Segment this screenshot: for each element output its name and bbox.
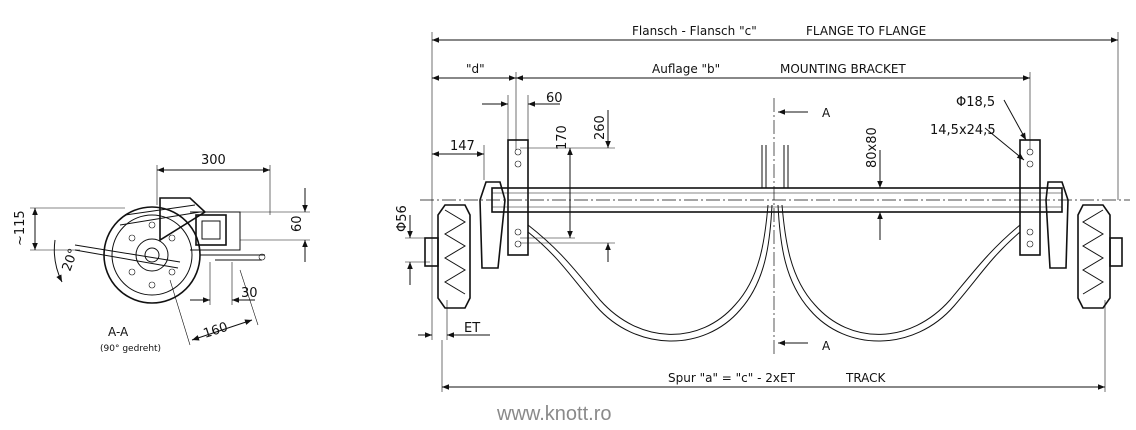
track-en: TRACK: [845, 371, 887, 385]
dim-160: 160: [202, 320, 230, 342]
dim-115: ~115: [13, 210, 28, 246]
website-watermark: www.knott.ro: [496, 403, 611, 425]
dim-80x80: 80x80: [865, 127, 880, 168]
dim-60-section: 60: [290, 215, 305, 232]
section-note: (90° gedreht): [100, 344, 161, 354]
section-label: A-A: [108, 325, 129, 339]
right-mounting-bracket: [1019, 139, 1041, 256]
mounting-bracket-label: Auflage "b": [652, 62, 720, 76]
axle-front-view: Flansch - Flansch "c" FLANGE TO FLANGE A…: [395, 24, 1130, 392]
track-formula: Spur "a" = "c" - 2xET: [668, 371, 796, 385]
dim-260: 260: [593, 115, 608, 140]
right-brake-drum: [1077, 204, 1123, 309]
hub-circle: [135, 238, 169, 272]
section-view-a-a: 300 ~115 60 20° 30 160 A-A (90° gedreht): [13, 153, 310, 354]
mounting-bracket-en: MOUNTING BRACKET: [780, 62, 906, 76]
section-marker-top: A: [822, 106, 831, 120]
dim-20-degrees: 20°: [60, 247, 82, 274]
flange-to-flange-label: Flansch - Flansch "c": [632, 24, 757, 38]
beam-section: [195, 214, 227, 246]
drum-outline: [103, 206, 201, 304]
dim-147: 147: [450, 139, 475, 154]
dim-d: "d": [466, 62, 485, 76]
right-brake-cable: [781, 204, 1021, 335]
dim-60-bracket: 60: [546, 91, 563, 106]
drum-inner: [111, 214, 193, 296]
flange-to-flange-en: FLANGE TO FLANGE: [806, 24, 926, 38]
hub-center: [144, 247, 160, 263]
left-brake-cable: [527, 204, 769, 335]
left-mounting-bracket: [507, 139, 529, 256]
dim-phi18-5: Φ18,5: [956, 95, 995, 110]
section-marker-bottom: A: [822, 339, 831, 353]
dim-et: ET: [464, 321, 480, 336]
dim-170: 170: [555, 125, 570, 150]
swing-arm: [159, 197, 207, 242]
dim-30: 30: [241, 286, 258, 301]
dim-14-5x24-5: 14,5x24,5: [930, 123, 996, 138]
right-swing-arm: [1045, 181, 1069, 269]
left-swing-arm: [479, 181, 506, 269]
left-brake-drum: [424, 204, 471, 309]
dim-phi56: Φ56: [395, 205, 410, 232]
dim-300: 300: [201, 153, 226, 168]
